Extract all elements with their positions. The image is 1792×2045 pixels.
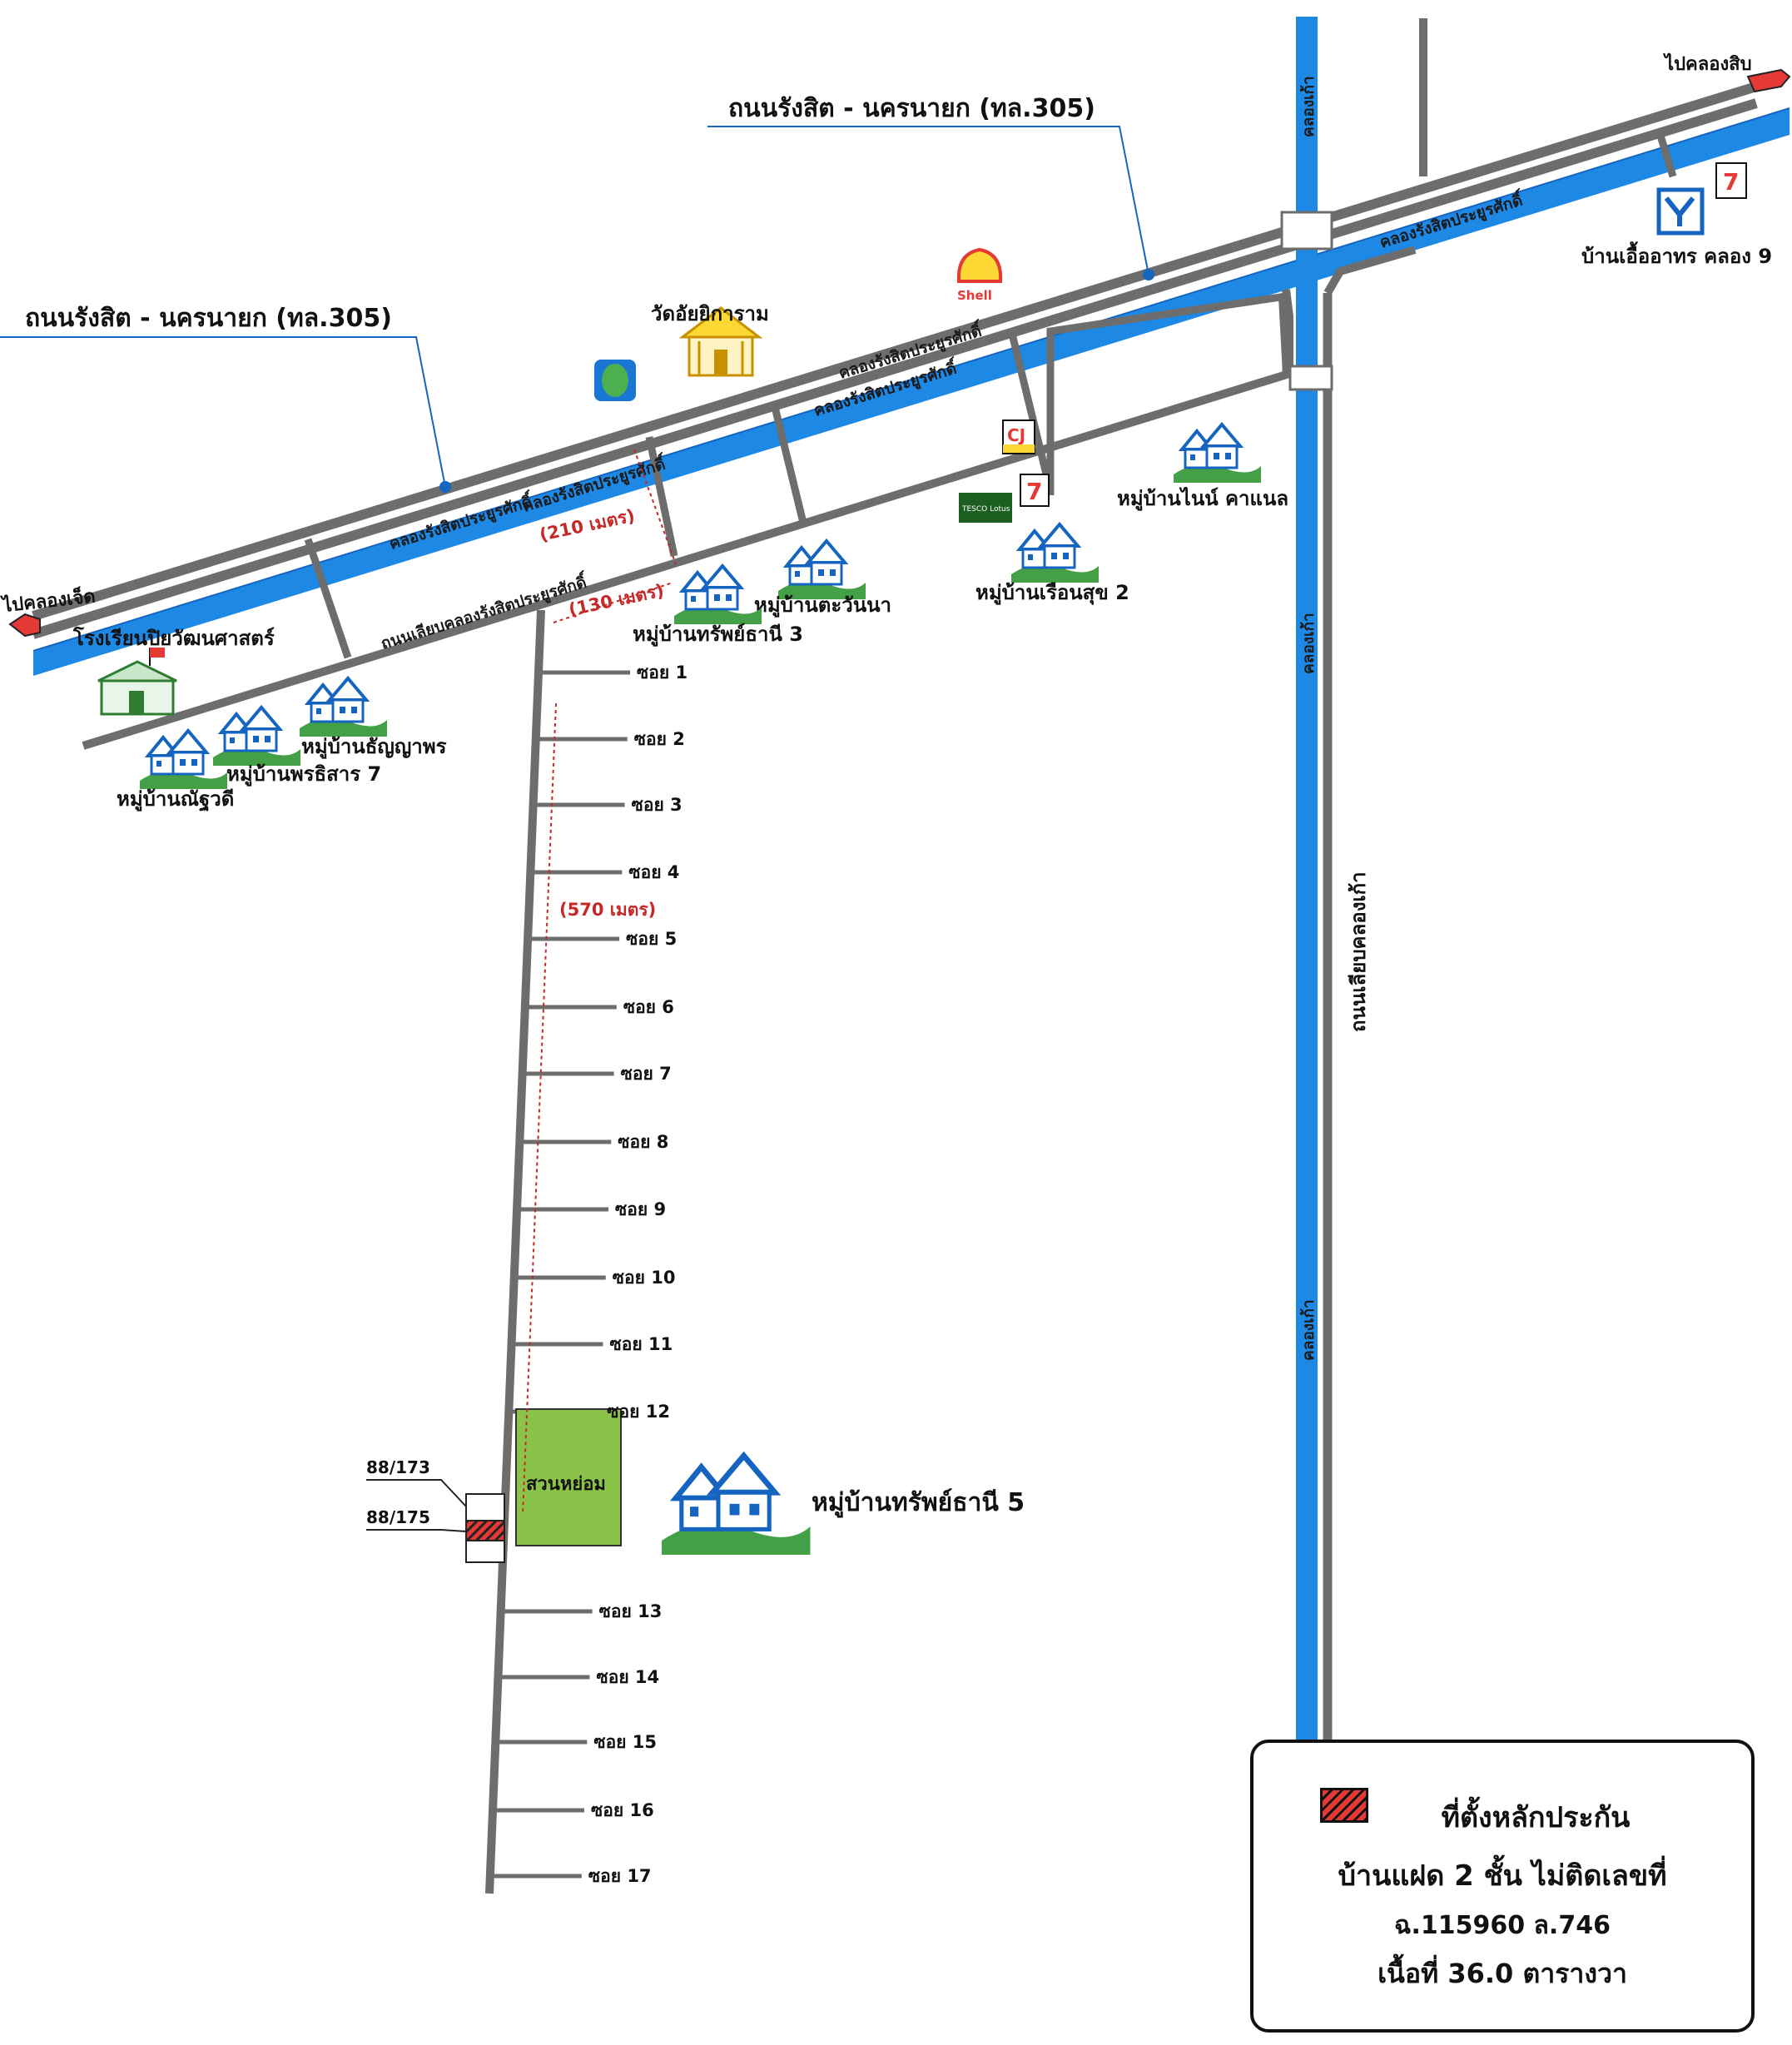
soi-label: ซอย 17 <box>588 1866 652 1886</box>
soi-label: ซอย 2 <box>634 729 685 749</box>
svg-text:ถนนรังสิต - นครนายก (ทล.305): ถนนรังสิต - นครนายก (ทล.305) <box>25 304 392 333</box>
legend-box: ที่ตั้งหลักประกัน บ้านแฝด 2 ชั้น ไม่ติดเ… <box>1250 1740 1755 2033</box>
village-label: หมู่บ้านเรือนสุข 2 <box>975 581 1129 606</box>
park-area <box>515 1408 622 1546</box>
svg-text:Shell: Shell <box>957 288 992 303</box>
road-loop <box>1046 291 1290 495</box>
house-number-label: 88/173 <box>366 1457 430 1477</box>
house-number-leaders <box>366 1479 467 1532</box>
svg-text:TESCO Lotus: TESCO Lotus <box>961 505 1010 514</box>
village-icon <box>1010 523 1100 584</box>
soi-label: ซอย 4 <box>628 862 679 882</box>
soi-label: ซอย 13 <box>599 1601 663 1621</box>
seven-eleven-icon: 7 <box>1715 162 1747 199</box>
collateral-plots <box>465 1493 505 1563</box>
collateral-swatch <box>1320 1788 1368 1823</box>
soi-label: ซอย 16 <box>591 1800 654 1820</box>
soi-label: ซอย 14 <box>596 1667 659 1687</box>
canal-klong-9 <box>1296 17 1318 1748</box>
soi-label: ซอย 8 <box>618 1132 668 1152</box>
klong9-label: คลองเก้า <box>1299 613 1318 674</box>
legend-line-2: บ้านแฝด 2 ชั้น ไม่ติดเลขที่ <box>1338 1859 1667 1893</box>
shell-icon: Shell <box>956 247 1003 303</box>
highway-left-label: ถนนรังสิต - นครนายก (ทล.305) <box>0 304 451 493</box>
canal-main <box>32 107 1790 676</box>
soi-label: ซอย 1 <box>637 663 688 682</box>
svg-text:ถนนรังสิต - นครนายก (ทล.305): ถนนรังสิต - นครนายก (ทล.305) <box>728 94 1095 123</box>
canal-label: ถนนเลียบคลองรังสิตประยูรศักดิ์ <box>378 569 591 654</box>
legend-line-4: เนื้อที่ 36.0 ตารางวา <box>1378 1958 1627 1989</box>
ban-ua-athorn-icon <box>1656 187 1705 236</box>
svg-text:7: 7 <box>1026 478 1042 505</box>
soi-label: ซอย 6 <box>623 997 674 1017</box>
highway-top-label: ถนนรังสิต - นครนายก (ทล.305) <box>707 94 1154 280</box>
bridges <box>1280 211 1333 391</box>
road-network <box>32 18 1758 1894</box>
village-icon <box>211 706 302 767</box>
soi-label: ซอย 12 <box>607 1402 670 1422</box>
village-icon <box>777 539 867 601</box>
soi-label: ซอย 3 <box>632 795 683 815</box>
village-label: หมู่บ้านธัญญาพร <box>301 735 447 759</box>
distance-label: (570 เมตร) <box>559 900 656 920</box>
village-icon <box>298 677 389 738</box>
tesco-lotus-icon: TESCO Lotus <box>959 493 1012 523</box>
svg-text:CJ: CJ <box>1007 425 1025 445</box>
temple-label: วัดอัยยิการาม <box>651 302 769 325</box>
village-label: หมู่บ้านพรธิสาร 7 <box>226 762 381 787</box>
klong9-label: คลองเก้า <box>1299 1299 1318 1361</box>
bank-icon <box>594 360 636 401</box>
cj-express-icon: CJ <box>1002 419 1035 454</box>
house-number-label: 88/175 <box>366 1507 430 1527</box>
soi-label: ซอย 11 <box>610 1334 673 1354</box>
subject-village-label: หมู่บ้านทรัพย์ธานี 5 <box>812 1488 1025 1518</box>
arrow-right <box>1746 68 1791 93</box>
vertical-road-label: ถนนเลียบคลองเก้า <box>1347 871 1370 1032</box>
direction-left-label: ไปคลองเจ็ด <box>0 583 97 617</box>
school-icon <box>97 648 177 716</box>
soi-label: ซอย 5 <box>626 929 677 949</box>
klong9-label: คลองเก้า <box>1299 76 1318 137</box>
village-icon <box>662 1456 811 1555</box>
svg-text:7: 7 <box>1723 168 1739 196</box>
legend-title: ที่ตั้งหลักประกัน <box>1441 1801 1631 1834</box>
soi-label: ซอย 15 <box>593 1732 657 1752</box>
legend-line-3: ฉ.115960 ล.746 <box>1394 1911 1611 1940</box>
park-label: สวนหย่อม <box>526 1474 606 1495</box>
seven-eleven-icon: 7 <box>1020 474 1050 507</box>
ban-ua-athorn-label: บ้านเอื้ออาทร คลอง 9 <box>1581 241 1772 268</box>
school-label: โรงเรียนปิยวัฒนศาสตร์ <box>72 626 275 650</box>
arrow-left <box>8 613 41 638</box>
village-label: หมู่บ้านตะวันนา <box>754 593 891 618</box>
distance-markers <box>522 449 677 1516</box>
soi-label: ซอย 7 <box>621 1064 672 1084</box>
direction-right-label: ไปคลองสิบ <box>1663 52 1752 75</box>
village-icon <box>1172 423 1263 484</box>
village-label: หมู่บ้านไนน์ คาแนล <box>1117 486 1288 511</box>
village-label: หมู่บ้านณัฐวดี <box>117 787 234 812</box>
temple-icon <box>678 306 763 377</box>
soi-label: ซอย 10 <box>613 1268 676 1288</box>
village-label: หมู่บ้านทรัพย์ธานี 3 <box>633 623 803 647</box>
soi-label: ซอย 9 <box>615 1199 666 1219</box>
village-icon <box>673 564 763 626</box>
